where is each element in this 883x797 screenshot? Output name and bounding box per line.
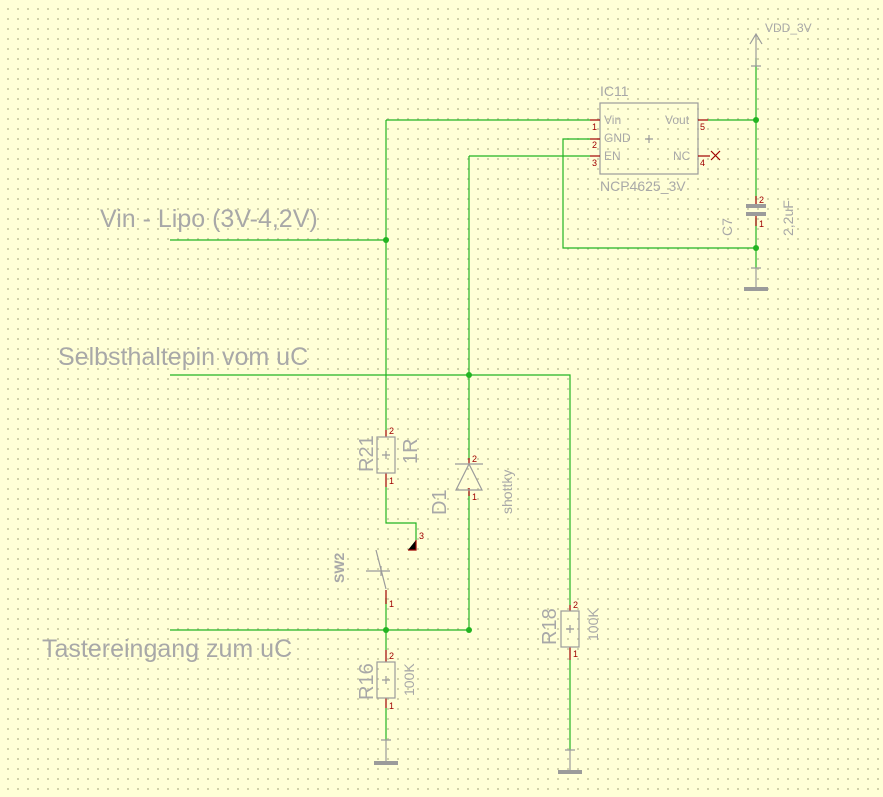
ic11-pin1-num: 1 [592, 122, 597, 132]
junctions [383, 117, 759, 633]
ic11-pin3-num: 3 [592, 158, 597, 168]
ic11-pin2-num: 2 [592, 140, 597, 150]
r16-pin-bottom-num: 1 [389, 701, 394, 711]
d1-diode[interactable]: 2 1 D1 shottky [429, 454, 515, 515]
ic11-regulator[interactable]: IC11 NCP4625_3V Vin GND EN Vout NC 1 2 3… [590, 83, 721, 194]
wire-ic-gnd[interactable] [562, 138, 756, 249]
r21-value: 1R [400, 438, 422, 464]
c7-capacitor[interactable]: 2 1 C7 2,2uF [719, 195, 796, 236]
ic11-pin-vin: Vin [604, 113, 621, 127]
d1-pin-bottom-num: 1 [472, 492, 477, 502]
sw2-pin-bottom-num: 1 [389, 599, 394, 609]
sw2-pin-top-num: 3 [419, 531, 424, 541]
c7-pin-bottom-num: 1 [759, 219, 764, 229]
junction-button-d1 [466, 627, 472, 633]
sw2-actuator [366, 566, 390, 576]
gnd-symbol-r16 [374, 739, 398, 765]
r21-ref: R21 [356, 435, 378, 472]
ic11-pin-vout: Vout [665, 113, 690, 127]
ic11-pin-gnd: GND [604, 131, 631, 145]
ic11-pin4-num: 4 [700, 158, 705, 168]
ic11-pin5-num: 5 [700, 122, 705, 132]
r16-body [376, 661, 396, 699]
c7-ref: C7 [719, 218, 735, 236]
ic11-origin-cross [645, 135, 653, 143]
r18-origin-cross [566, 625, 574, 633]
r16-value: 100K [401, 663, 417, 696]
sw2-pushbutton[interactable]: 3 1 SW2 [331, 531, 424, 609]
ic11-pin-en: EN [604, 149, 621, 163]
r16-pin-top-num: 2 [389, 651, 394, 661]
r18-resistor[interactable]: 2 1 R18 100K [539, 600, 601, 660]
junction-vin [383, 237, 389, 243]
net-label-hold: Selbsthaltepin vom uC [58, 343, 308, 371]
junction-vout [753, 117, 759, 123]
nc-cross-icon [710, 150, 721, 161]
r16-resistor[interactable]: 2 1 R16 100K [356, 650, 417, 711]
gnd-symbol-c7 [744, 267, 768, 291]
r21-pin-bottom-num: 1 [389, 476, 394, 486]
junction-hold [466, 372, 472, 378]
r16-origin-cross [382, 676, 390, 684]
c7-pin-top-num: 2 [759, 195, 764, 205]
r18-pin-top-num: 2 [573, 600, 578, 610]
ic11-pin-nc: NC [673, 149, 691, 163]
r18-pin-bottom-num: 1 [573, 649, 578, 659]
r18-ref: R18 [539, 608, 561, 645]
junction-gnd-c7 [753, 245, 759, 251]
net-label-vin: Vin - Lipo (3V-4,2V) [100, 205, 318, 233]
net-label-button: Tastereingang zum uC [42, 635, 292, 663]
vdd-supply-symbol[interactable]: VDD_3V [749, 21, 812, 67]
r21-origin-cross [382, 451, 390, 459]
r18-value: 100K [585, 608, 601, 641]
wire-hold-input[interactable] [170, 374, 571, 605]
c7-value: 2,2uF [780, 200, 796, 236]
r16-ref: R16 [356, 663, 378, 700]
ic11-value: NCP4625_3V [600, 178, 686, 194]
vdd-arrow-icon [749, 32, 763, 67]
r21-pin-top-num: 2 [389, 426, 394, 436]
sw2-ref: SW2 [331, 552, 347, 583]
r18-body [560, 610, 580, 648]
r21-resistor[interactable]: 2 1 R21 1R [356, 426, 422, 487]
gnd-symbol-r18 [558, 749, 582, 774]
junction-button-sw [383, 627, 389, 633]
d1-value: shottky [499, 470, 515, 514]
wire-r21-sw2[interactable] [385, 487, 417, 540]
d1-ref: D1 [429, 489, 451, 515]
d1-pin-top-num: 2 [472, 454, 477, 464]
vdd-label: VDD_3V [765, 21, 812, 35]
wires [170, 58, 757, 750]
d1-triangle [455, 462, 483, 491]
sw2-pin-top [408, 540, 417, 551]
r21-body [376, 436, 396, 474]
ic11-ref: IC11 [600, 83, 629, 99]
